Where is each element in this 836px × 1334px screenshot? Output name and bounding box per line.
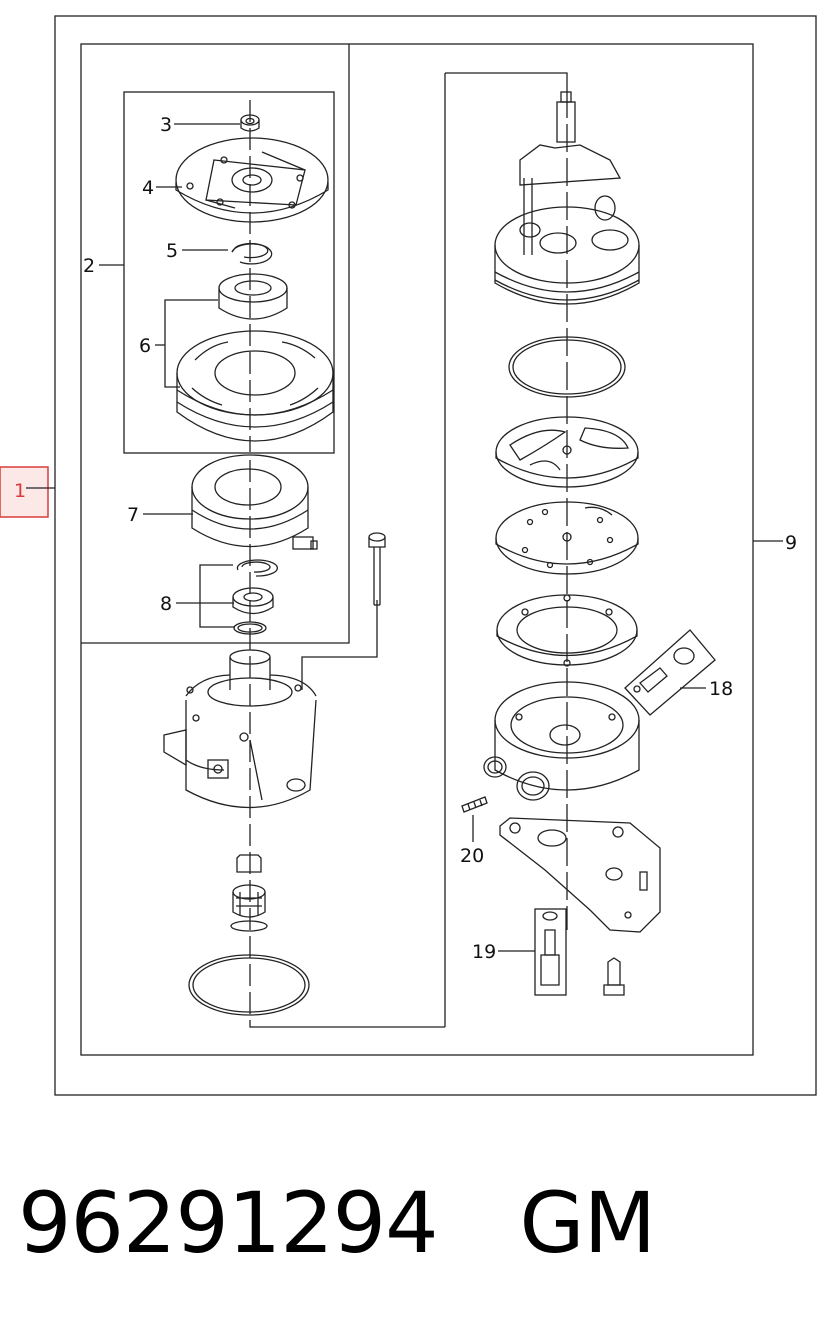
part-8-seal-set [232,559,279,635]
callout-label-5: 5 [166,240,178,262]
valve-plate [495,416,639,488]
mounting-bracket [499,817,661,933]
cylinder-assembly [494,91,640,305]
outer-assembly-frame [54,15,817,1096]
exploded-parts-diagram: 1 2 3 4 5 6 7 8 9 18 19 20 [0,15,817,1096]
part-6-pulley [176,330,334,442]
thru-bolt [368,532,386,606]
inner-assembly-frame [80,43,754,1056]
callout-label-9: 9 [785,532,797,554]
part-number: 96291294 [18,1174,439,1272]
callout-label-3: 3 [160,114,172,136]
front-head [163,649,317,809]
frame-9-connector [81,44,350,644]
callout-label-20: 20 [460,845,484,867]
callout-label-2: 2 [83,255,95,277]
reed-valve-plate [495,501,639,575]
callout-label-6: 6 [139,335,151,357]
part-18-relief-valve [624,629,716,716]
callout-label-8: 8 [160,593,172,615]
callout-6-leader [164,299,218,388]
main-o-ring [188,954,310,1016]
bracket-bolt [603,957,625,996]
callout-label-1: 1 [14,480,26,502]
bolt-leader [301,600,378,690]
cylinder-group-frame [445,72,568,90]
callout-label-7: 7 [127,504,139,526]
part-3-nut [240,114,260,132]
rear-head [483,681,640,801]
part-4-drive-plate [175,137,329,223]
callout-label-19: 19 [472,941,496,963]
cylinder-o-ring [508,336,626,398]
part-19-fitting [534,908,567,996]
brand-name: GM [519,1174,657,1272]
part-6-bearing [218,273,288,320]
callout-label-4: 4 [142,177,154,199]
callout-label-18: 18 [709,678,733,700]
part-number-footer: 96291294 GM [18,1168,818,1278]
shaft-group-frame-bottom [249,1020,445,1028]
clutch-group-frame [123,91,335,454]
shaft-bearing-stack [230,854,268,932]
part-5-snap-ring [231,242,273,265]
head-gasket [496,594,638,667]
callout-8-leader [199,564,235,628]
callout-1-highlight [0,466,49,518]
part-20-stud [461,796,488,813]
part-7-coil [191,454,318,550]
